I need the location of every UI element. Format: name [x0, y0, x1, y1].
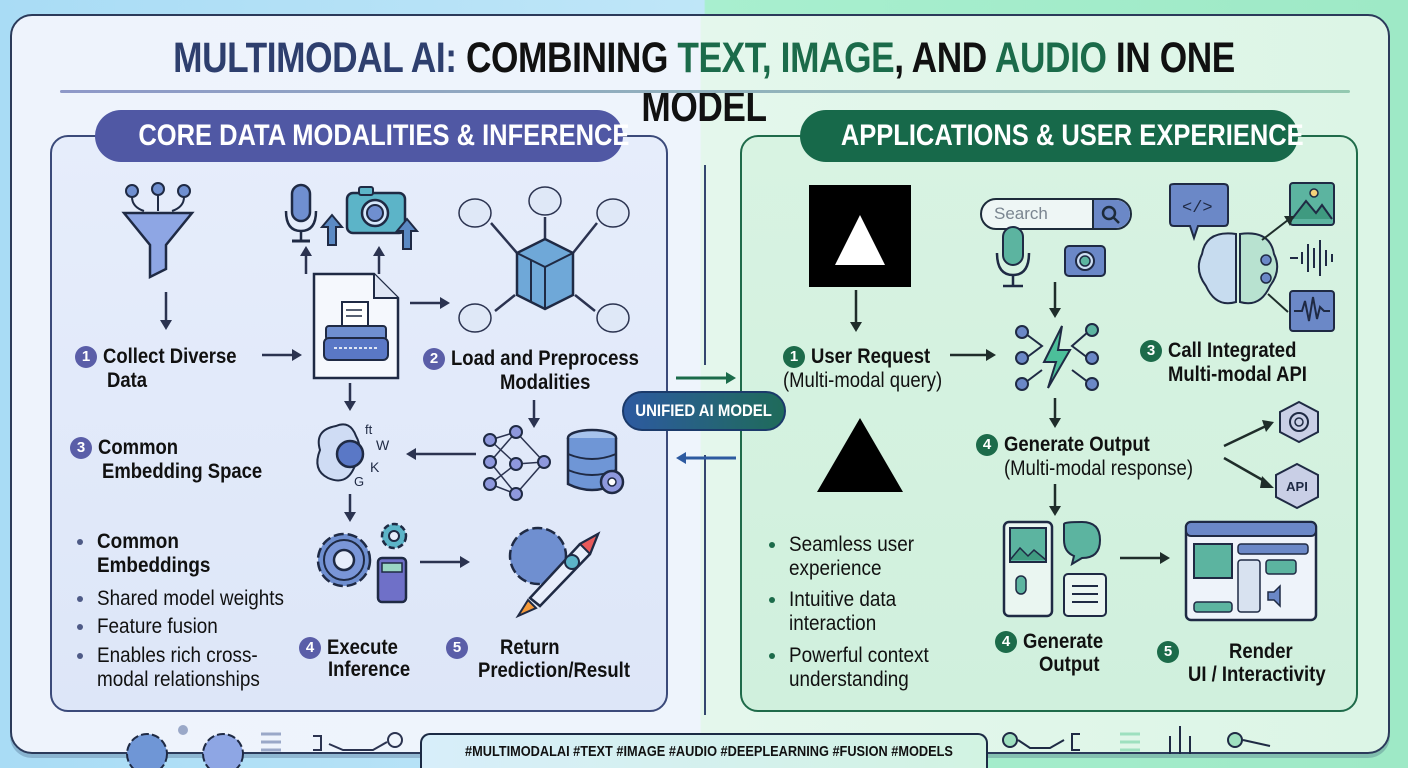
arrow-down-icon — [160, 292, 172, 330]
step-call-api-line2: Multi-modal API — [1168, 363, 1307, 386]
svg-text:K: K — [370, 459, 380, 475]
arrow-right-icon — [1120, 552, 1170, 564]
title-divider — [60, 90, 1350, 93]
bullet-shared-weights: Shared model weights — [77, 587, 305, 611]
image-placeholder-icon — [809, 185, 911, 287]
arrow-down-icon — [344, 383, 356, 411]
lightning-network-icon — [1015, 323, 1099, 391]
multimodal-output-device-icon — [1002, 520, 1107, 618]
title-part-4: , AND — [894, 34, 995, 82]
arrows-to-outputs — [1261, 216, 1294, 313]
arrow-down-icon — [1049, 484, 1061, 516]
rocket-gear-icon — [508, 526, 601, 619]
title-part-5: AUDIO — [994, 34, 1107, 82]
step-load-preprocess-line2: Modalities — [500, 371, 591, 394]
rendered-ui-window-icon — [1184, 520, 1318, 622]
embedding-brain-icon: ft W K G — [316, 422, 390, 489]
gears-calculator-icon — [316, 522, 408, 604]
applications-heading: APPLICATIONS & USER EXPERIENCE — [800, 110, 1304, 162]
microphone-upload-icon — [284, 183, 345, 246]
svg-text:G: G — [354, 474, 364, 489]
arrow-down-icon — [528, 400, 540, 428]
footer-circuit-decoration — [1002, 726, 1271, 754]
step-execute-inference-line2: Inference — [328, 658, 411, 681]
svg-text:API: API — [1286, 479, 1308, 494]
hashtag-bar: #MULTIMODALAI #TEXT #IMAGE #AUDIO #DEEPL… — [420, 733, 988, 768]
step-user-request-sub: (Multi-modal query) — [783, 369, 943, 392]
center-divider-left — [704, 165, 706, 365]
audio-waveform-icon — [1290, 240, 1333, 276]
svg-text:</>: </> — [1182, 199, 1213, 218]
arrow-right-to-applications — [676, 372, 736, 384]
brain-network-cube-icon — [458, 186, 630, 333]
search-placeholder: Search — [994, 204, 1048, 223]
code-chat-icon: </> — [1169, 183, 1229, 242]
camera-upload-icon — [345, 186, 420, 250]
svg-text:ft: ft — [365, 422, 373, 437]
arrow-right-icon — [262, 349, 302, 361]
arrows-to-api — [1223, 420, 1274, 488]
footer-gears-decoration — [126, 725, 403, 768]
arrow-left-icon — [406, 448, 476, 460]
svg-text:W: W — [376, 437, 390, 453]
arrow-up-icon — [300, 246, 312, 274]
arrow-down-icon — [1049, 282, 1061, 318]
document-typewriter-icon — [312, 272, 400, 380]
arrow-down-icon — [850, 290, 862, 332]
brain-outputs-icon — [1197, 232, 1279, 305]
microphone-icon — [995, 226, 1031, 288]
funnel-icon — [121, 182, 195, 280]
arrow-left-to-core — [676, 452, 736, 464]
bullet-feature-fusion: Feature fusion — [77, 615, 231, 639]
step-return-prediction-line2: Prediction/Result — [478, 659, 630, 682]
arrow-up-icon — [373, 246, 385, 274]
arrow-right-icon — [950, 349, 996, 361]
openai-logo-icon — [1279, 400, 1319, 444]
bullet-cross-modal: Enables rich cross-modal relationships — [77, 644, 278, 692]
title-part-2: COMBINING — [456, 34, 678, 82]
title-part-3: TEXT, IMAGE — [677, 34, 895, 82]
step-embedding-space-line2: Embedding Space — [102, 460, 263, 483]
step-render-ui-line2: UI / Interactivity — [1188, 663, 1326, 686]
arrow-down-icon — [344, 494, 356, 522]
step-collect-data-line2: Data — [107, 369, 148, 392]
title-part-1: MULTIMODAL AI: — [173, 34, 457, 82]
image-output-icon — [1289, 182, 1335, 226]
arrow-right-icon — [410, 297, 450, 309]
unified-ai-model-badge: UNIFIED AI MODEL — [622, 391, 786, 431]
core-data-heading: CORE DATA MODALITIES & INFERENCE — [95, 110, 629, 162]
arrow-down-icon — [1049, 398, 1061, 428]
api-hex-icon: API — [1275, 462, 1319, 510]
center-divider-left-lower — [704, 455, 706, 715]
arrow-right-icon — [420, 556, 470, 568]
step-generate-output-response-sub: (Multi-modal response) — [1004, 457, 1193, 480]
step-generate-output-line2: Output — [1039, 653, 1100, 676]
search-input[interactable]: Search — [980, 198, 1132, 230]
triangle-placeholder-icon — [817, 418, 903, 492]
search-button[interactable] — [1092, 200, 1130, 228]
audio-signal-output-icon — [1289, 290, 1335, 332]
database-gear-icon — [566, 428, 625, 495]
neural-network-icon — [483, 425, 551, 501]
search-icon — [1101, 205, 1120, 224]
camera-icon — [1064, 245, 1106, 277]
